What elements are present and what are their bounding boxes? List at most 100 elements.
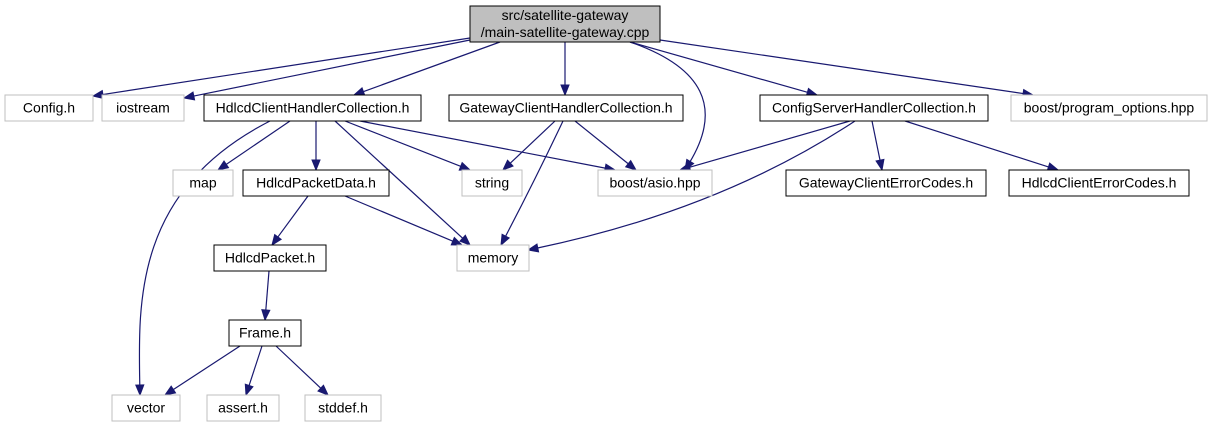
edge-config-server-hc-to-boost-asio	[678, 120, 851, 172]
node-config-server-hc[interactable]: ConfigServerHandlerCollection.h	[759, 94, 989, 122]
node-box	[213, 244, 327, 272]
node-gateway-client-error-codes[interactable]: GatewayClientErrorCodes.h	[785, 169, 987, 197]
edge-line	[687, 120, 851, 169]
node-label: Config.h	[23, 100, 75, 116]
edge-frame-h-to-assert-h	[244, 345, 263, 397]
edge-line	[276, 195, 309, 239]
edge-gateway-client-hc-to-boost-asio	[574, 120, 638, 171]
edge-arrowhead	[91, 89, 105, 100]
node-hdlcd-packet[interactable]: HdlcdPacket.h	[213, 244, 327, 272]
edge-arrowhead	[875, 158, 885, 172]
edge-line	[361, 41, 501, 93]
edge-arrowhead	[352, 86, 366, 96]
node-vector: vector	[111, 394, 181, 422]
edge-line	[871, 120, 881, 163]
edge-root-to-gateway-client-hc	[560, 42, 570, 97]
node-iostream: iostream	[101, 94, 185, 122]
node-hdlcd-client-error-codes[interactable]: HdlcdClientErrorCodes.h	[1008, 169, 1190, 197]
node-string: string	[461, 169, 523, 197]
node-hdlcd-client-hc[interactable]: HdlcdClientHandlerCollection.h	[203, 94, 422, 122]
edge-arrowhead	[624, 159, 638, 171]
node-boost-asio: boost/asio.hpp	[597, 169, 713, 197]
node-label: HdlcdPacketData.h	[256, 175, 376, 191]
edge-hdlcd-packet-data-to-hdlcd-packet	[271, 195, 309, 247]
edge-line	[629, 41, 810, 94]
node-label: assert.h	[218, 400, 268, 416]
edge-line	[344, 120, 463, 168]
edge-config-server-hc-to-hdlcd-client-error-codes	[904, 120, 1060, 172]
edge-frame-h-to-stddef-h	[275, 345, 329, 396]
edge-arrowhead	[311, 159, 321, 172]
node-label: src/satellite-gateway	[502, 7, 629, 23]
node-box	[759, 94, 989, 122]
edge-line	[171, 345, 241, 392]
node-gateway-client-hc[interactable]: GatewayClientHandlerCollection.h	[448, 94, 684, 122]
edge-hdlcd-client-hc-to-map	[216, 120, 291, 171]
edge-arrowhead	[560, 84, 570, 97]
edge-line	[504, 120, 564, 239]
node-assert-h: assert.h	[206, 394, 280, 422]
edge-line	[275, 345, 323, 390]
node-box	[1010, 94, 1208, 122]
node-label: ConfigServerHandlerCollection.h	[772, 100, 976, 116]
edge-line	[334, 120, 465, 241]
node-label: boost/program_options.hpp	[1024, 100, 1195, 116]
node-memory: memory	[456, 244, 530, 272]
node-box	[448, 94, 684, 122]
edge-line	[247, 345, 263, 388]
edge-root-to-config-server-hc	[629, 41, 819, 97]
node-stddef-h: stddef.h	[304, 394, 382, 422]
edge-root-to-boost-program-options	[659, 39, 1035, 99]
edge-line	[344, 195, 455, 243]
node-box	[101, 94, 185, 122]
edge-hdlcd-packet-to-frame-h	[261, 270, 271, 322]
node-label: HdlcdPacket.h	[225, 250, 315, 266]
node-box	[456, 244, 530, 272]
node-label: map	[189, 175, 216, 191]
edge-arrowhead	[500, 233, 511, 247]
edge-arrowhead	[502, 159, 514, 171]
node-label: vector	[127, 400, 165, 416]
edge-hdlcd-client-hc-to-memory	[334, 120, 471, 246]
node-label: Frame.h	[239, 325, 291, 341]
node-label: boost/asio.hpp	[609, 175, 700, 191]
nodes-layer: src/satellite-gateway/main-satellite-gat…	[4, 5, 1208, 422]
node-config-h: Config.h	[4, 94, 94, 122]
node-boost-program-options: boost/program_options.hpp	[1010, 94, 1208, 122]
edge-gateway-client-hc-to-memory	[500, 120, 564, 247]
edge-config-server-hc-to-gateway-client-error-codes	[871, 120, 885, 172]
edge-line	[508, 120, 556, 165]
node-box	[172, 169, 234, 197]
node-box	[242, 169, 390, 197]
edge-line	[629, 41, 706, 164]
edge-arrowhead	[163, 385, 177, 396]
edge-arrowhead	[271, 233, 283, 247]
edge-line	[224, 120, 291, 166]
edge-gateway-client-hc-to-string	[502, 120, 556, 171]
node-root[interactable]: src/satellite-gateway/main-satellite-gat…	[469, 5, 661, 43]
node-label: GatewayClientHandlerCollection.h	[459, 100, 672, 116]
edge-line	[535, 120, 856, 249]
node-box	[203, 94, 422, 122]
edge-arrowhead	[244, 383, 254, 397]
edge-root-to-iostream	[182, 39, 471, 101]
edge-line	[191, 39, 471, 97]
node-label: HdlcdClientHandlerCollection.h	[216, 100, 410, 116]
edge-config-server-hc-to-memory	[526, 120, 856, 253]
edge-hdlcd-client-hc-to-hdlcd-packet-data	[311, 121, 321, 172]
node-box	[461, 169, 523, 197]
edge-arrowhead	[261, 309, 271, 322]
node-label: HdlcdClientErrorCodes.h	[1022, 175, 1177, 191]
edge-arrowhead	[526, 243, 540, 253]
node-box	[206, 394, 280, 422]
edge-line	[574, 120, 631, 166]
node-frame-h[interactable]: Frame.h	[228, 319, 302, 347]
edge-arrowhead	[135, 384, 145, 397]
node-box	[469, 5, 661, 43]
node-hdlcd-packet-data[interactable]: HdlcdPacketData.h	[242, 169, 390, 197]
node-box	[228, 319, 302, 347]
node-label: stddef.h	[318, 400, 368, 416]
node-box	[1008, 169, 1190, 197]
edge-arrowhead	[182, 91, 196, 101]
edge-arrowhead	[216, 160, 230, 171]
